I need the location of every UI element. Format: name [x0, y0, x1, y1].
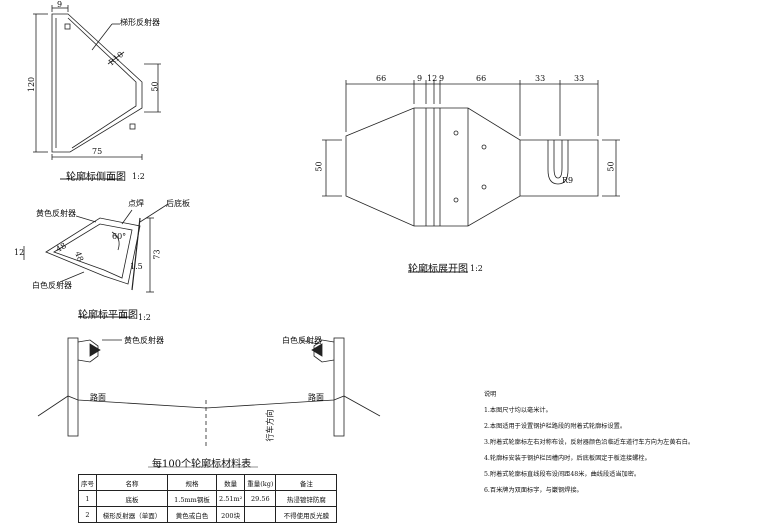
label-road-right: 路面: [308, 393, 324, 402]
label-road-left: 路面: [90, 393, 106, 402]
label-weld: 点焊: [128, 199, 144, 208]
dim-plan-thickness: 1.5: [130, 262, 143, 271]
table-header-cell: 数量: [215, 474, 246, 491]
note-3: 3.附着式轮廓标左右对称布设，反射器颜色沿临近车道行车方向为左黄右白。: [484, 439, 695, 446]
note-6: 6.百米牌为双面标字，与巖钢焊接。: [484, 487, 583, 494]
dim-side-top: 9: [57, 0, 63, 9]
table-cell: [244, 506, 277, 523]
table-header-cell: 重量(kg): [244, 474, 277, 491]
note-1: 1.本图尺寸均以毫米计。: [484, 407, 552, 414]
table-cell: 1: [78, 490, 97, 507]
table-cell: 黄色或白色: [167, 506, 217, 523]
dim-unfold-5: 66: [476, 74, 487, 83]
plan-view-scale: 1:2: [138, 313, 151, 322]
unfold-view-drawing: [322, 80, 620, 273]
table-header-cell: 名称: [96, 474, 168, 491]
slot: [547, 140, 569, 185]
note-5: 5.附着式轮廓标直线段布设间距48米，曲线段适当加密。: [484, 471, 641, 478]
dim-plan-left: 12: [14, 248, 25, 257]
table-cell: 不得使用反光膜: [275, 506, 338, 523]
table-row: 1 底板 1.5mm钢板 2.51m² 29.56 热浸镀锌防腐: [78, 490, 338, 507]
table-cell: 热浸镀锌防腐: [275, 490, 338, 507]
materials-title: 每100个轮廓标材料表: [152, 459, 252, 470]
plan-view-title: 轮廓标平面图: [78, 310, 138, 321]
unfold-outline: [345, 107, 599, 227]
table-cell: 底板: [96, 490, 168, 507]
reflector-marker-bottom: [129, 123, 136, 130]
plan-view-drawing: [23, 203, 169, 318]
table-header-cell: 规格: [167, 474, 217, 491]
dim-unfold-4: 9: [439, 74, 445, 83]
table-cell: 200块: [215, 506, 246, 523]
table-header-cell: 序号: [78, 474, 97, 491]
label-backplate: 后底板: [166, 199, 190, 208]
table-cell: 2: [78, 506, 97, 523]
dim-unfold-7: 33: [574, 74, 585, 83]
dim-side-bottom: 75: [92, 147, 103, 156]
label-yellow-reflector-install: 黄色反射器: [124, 336, 164, 345]
label-traffic-direction: 行车方向: [265, 409, 275, 442]
unfold-view-scale: 1:2: [470, 264, 483, 273]
side-view-title: 轮廓标侧面图: [66, 172, 126, 183]
dim-unfold-1: 66: [376, 74, 387, 83]
dim-unfold-radius: R9: [562, 176, 574, 185]
label-yellow-reflector-plan: 黄色反射器: [36, 209, 76, 218]
dim-unfold-right: 50: [606, 161, 616, 172]
materials-table: 序号 名称 规格 数量 重量(kg) 备注 1 底板 1.5mm钢板 2.51m…: [78, 474, 338, 523]
dim-side-right: 50: [150, 81, 160, 92]
dim-unfold-3: 12: [427, 74, 438, 83]
right-reflector: [311, 343, 323, 357]
plan-view-inner: [53, 223, 133, 279]
reflector-marker-top: [64, 23, 71, 30]
table-header-row: 序号 名称 规格 数量 重量(kg) 备注: [78, 474, 338, 491]
label-trapezoid-reflector: 梯形反射器: [120, 18, 160, 27]
side-view-inner-edge: [55, 17, 137, 149]
label-white-reflector-plan: 白色反射器: [32, 281, 72, 290]
left-reflector: [89, 343, 101, 357]
unfold-view-title: 轮廓标展开图: [408, 264, 468, 275]
dim-side-height: 120: [27, 76, 37, 93]
label-white-reflector-install: 白色反射器: [282, 336, 322, 345]
notes-heading: 说明: [484, 391, 497, 398]
dim-unfold-2: 9: [417, 74, 423, 83]
table-cell: 1.5mm钢板: [167, 490, 217, 507]
note-2: 2.本图适用于设置钢护栏路段的附着式轮廓标设置。: [484, 423, 627, 430]
side-view-scale: 1:2: [132, 172, 145, 181]
dim-unfold-left: 50: [314, 161, 324, 172]
table-cell: 2.51m²: [215, 490, 246, 507]
dim-plan-angle: 60°: [112, 232, 127, 241]
side-view-drawing: [33, 5, 161, 180]
plan-view-outline: [45, 217, 141, 285]
table-cell: 29.56: [244, 490, 277, 507]
side-view-outline: [51, 13, 143, 153]
table-cell: 梯形反射器（单面）: [96, 506, 168, 523]
install-view-drawing: [37, 337, 381, 446]
right-post: [333, 337, 345, 437]
table-header-cell: 备注: [275, 474, 338, 491]
table-row: 2 梯形反射器（单面） 黄色或白色 200块 不得使用反光膜: [78, 506, 338, 523]
dim-plan-right: 73: [152, 249, 162, 260]
note-4: 4.轮廓标安装于钢护栏凹槽内时，后底板固定于板连接螺栓。: [484, 455, 651, 462]
left-post: [67, 337, 79, 437]
dim-unfold-6: 33: [535, 74, 546, 83]
